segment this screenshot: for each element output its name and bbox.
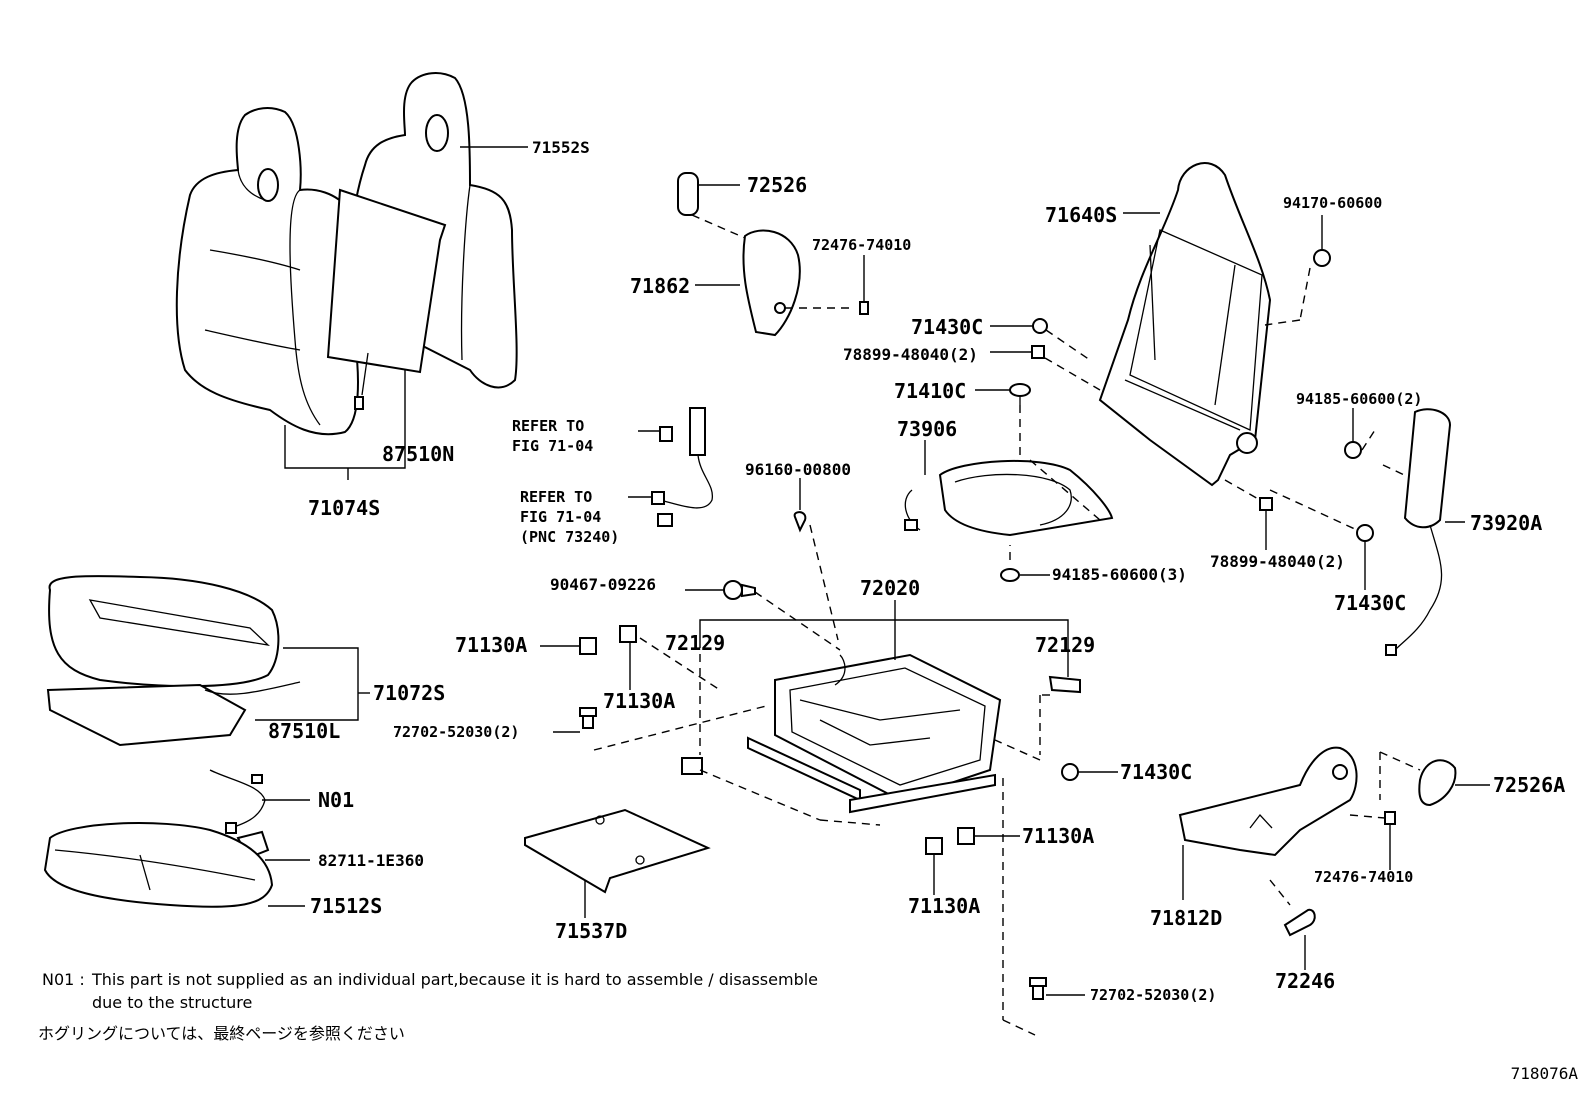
label-72702-52030-upper: 72702-52030(2) bbox=[393, 723, 519, 741]
label-72020: 72020 bbox=[860, 576, 920, 600]
seat-belt-buckle bbox=[651, 407, 713, 527]
label-78899-48040-upper: 78899-48040(2) bbox=[843, 345, 978, 364]
refer-to-1-line2: FIG 71-04 bbox=[512, 437, 593, 455]
label-71072s: 71072S bbox=[373, 681, 445, 705]
seatback-frame-71640s bbox=[1098, 162, 1272, 487]
bracket-72129-left bbox=[681, 757, 703, 775]
note-japanese: ホグリングについては、最終ページを参照ください bbox=[38, 1024, 405, 1043]
seat-cushion-heater bbox=[46, 681, 301, 747]
label-73906: 73906 bbox=[897, 417, 957, 441]
label-72526: 72526 bbox=[747, 173, 807, 197]
refer-to-2-line1: REFER TO bbox=[520, 488, 592, 506]
label-71130a-1: 71130A bbox=[455, 633, 527, 657]
label-71130a-2: 71130A bbox=[603, 689, 675, 713]
nut-94170 bbox=[1313, 249, 1331, 267]
note-n01-prefix: N01 : bbox=[42, 970, 85, 989]
bolt-78899-upper bbox=[1031, 345, 1045, 359]
label-71430c-lower: 71430C bbox=[1120, 760, 1192, 784]
label-71430c-right: 71430C bbox=[1334, 591, 1406, 615]
refer-to-2-line2: FIG 71-04 bbox=[520, 508, 601, 526]
note-n01-text: This part is not supplied as an individu… bbox=[92, 970, 819, 989]
refer-to-1-line1: REFER TO bbox=[512, 417, 584, 435]
screw-72476 bbox=[859, 301, 869, 315]
label-71640s: 71640S bbox=[1045, 203, 1117, 227]
label-94170-60600: 94170-60600 bbox=[1283, 194, 1382, 212]
side-airbag-73920a bbox=[1385, 408, 1452, 656]
nut-94185-3 bbox=[1000, 568, 1020, 582]
label-72129-left: 72129 bbox=[665, 631, 725, 655]
label-72476-74010-upper: 72476-74010 bbox=[812, 236, 911, 254]
label-87510l: 87510L bbox=[268, 719, 340, 743]
clip-96160 bbox=[793, 511, 807, 533]
label-72476-74010-lower: 72476-74010 bbox=[1314, 868, 1413, 886]
label-71812d: 71812D bbox=[1150, 906, 1222, 930]
nut-71130a-4 bbox=[925, 837, 943, 855]
bolt-90467 bbox=[723, 580, 756, 600]
seatback-heater-pad bbox=[326, 188, 447, 410]
label-71552s: 71552S bbox=[532, 138, 590, 157]
label-71537d: 71537D bbox=[555, 919, 627, 943]
bracket-72129-right bbox=[1048, 675, 1081, 694]
seatback-cover-front bbox=[175, 107, 359, 436]
label-94185-60600-2: 94185-60600(2) bbox=[1296, 390, 1422, 408]
seat-side-bracket-73906 bbox=[904, 459, 1114, 537]
clip-71430c-lower bbox=[1061, 763, 1079, 781]
seat-side-shield-71862 bbox=[742, 229, 801, 337]
label-71130a-4: 71130A bbox=[908, 894, 980, 918]
clip-71430c-upper bbox=[1032, 318, 1048, 334]
clip-71410c bbox=[1009, 383, 1031, 405]
label-71130a-3: 71130A bbox=[1022, 824, 1094, 848]
seat-cushion-cover bbox=[43, 822, 274, 908]
label-78899-48040-lower: 78899-48040(2) bbox=[1210, 552, 1345, 571]
clip-71430c-right bbox=[1356, 524, 1374, 542]
label-71862: 71862 bbox=[630, 274, 690, 298]
lever-72526a bbox=[1418, 759, 1457, 807]
screw-72476-lower bbox=[1384, 811, 1396, 825]
knob-72246 bbox=[1283, 908, 1316, 937]
bolt-72702-lower bbox=[1029, 977, 1047, 1000]
label-71074s: 71074S bbox=[308, 496, 380, 520]
label-71512s: 71512S bbox=[310, 894, 382, 918]
note-n01-text2: due to the structure bbox=[92, 993, 253, 1012]
harness-n01 bbox=[209, 769, 266, 834]
seat-track-assy bbox=[747, 653, 1002, 814]
label-90467-09226: 90467-09226 bbox=[550, 575, 656, 594]
seat-cushion-shield-71812d bbox=[1178, 746, 1358, 857]
diagram-id: 718076A bbox=[1510, 1064, 1578, 1083]
label-72702-52030-lower: 72702-52030(2) bbox=[1090, 986, 1216, 1004]
label-72246: 72246 bbox=[1275, 969, 1335, 993]
label-94185-60600-3: 94185-60600(3) bbox=[1052, 565, 1187, 584]
seat-lower-cover-71537d bbox=[524, 808, 711, 894]
label-72526a: 72526A bbox=[1493, 773, 1565, 797]
label-73920a: 73920A bbox=[1470, 511, 1542, 535]
label-72129-right: 72129 bbox=[1035, 633, 1095, 657]
nut-71130a-2 bbox=[619, 625, 637, 643]
nut-94185-2 bbox=[1344, 441, 1362, 459]
label-96160-00800: 96160-00800 bbox=[745, 460, 851, 479]
seat-cushion-pad bbox=[48, 575, 280, 688]
seat-trim-cover-72526 bbox=[677, 172, 699, 216]
label-87510n: 87510N bbox=[382, 442, 454, 466]
label-n01: N01 bbox=[318, 788, 354, 812]
nut-71130a-3 bbox=[957, 827, 975, 845]
label-82711-1e360: 82711-1E360 bbox=[318, 851, 424, 870]
label-71410c: 71410C bbox=[894, 379, 966, 403]
bolt-72702 bbox=[579, 707, 597, 729]
label-71430c-upper: 71430C bbox=[911, 315, 983, 339]
nut-71130a bbox=[579, 637, 597, 655]
bolt-78899-lower bbox=[1259, 497, 1273, 511]
refer-to-2-line3: (PNC 73240) bbox=[520, 528, 619, 546]
